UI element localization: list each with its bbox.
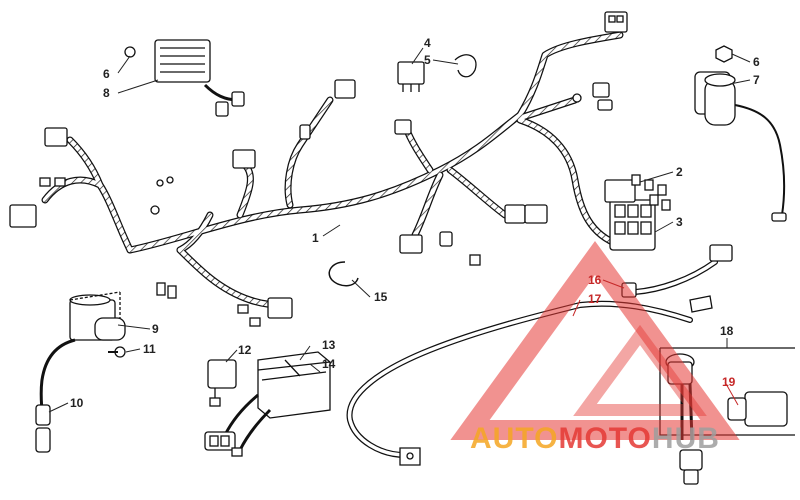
leader-lines bbox=[48, 47, 751, 413]
callout-11: 11 bbox=[143, 342, 156, 356]
callout-7: 7 bbox=[753, 73, 760, 87]
nut-part6-right bbox=[715, 45, 733, 63]
callout-9: 9 bbox=[152, 322, 159, 336]
connector-left-top bbox=[44, 127, 68, 147]
callout-18: 18 bbox=[720, 324, 734, 338]
callout-14: 14 bbox=[322, 357, 336, 371]
callout-labels: 1 2 3 4 5 6 6 7 8 9 10 11 12 13 14 15 16… bbox=[70, 36, 760, 410]
callout-4: 4 bbox=[424, 36, 431, 50]
callout-6-right: 6 bbox=[753, 55, 760, 69]
connector-left bbox=[9, 204, 37, 228]
callout-5: 5 bbox=[424, 53, 431, 67]
connector-top-right bbox=[604, 11, 628, 33]
callout-6-left: 6 bbox=[103, 67, 110, 81]
callout-16: 16 bbox=[588, 273, 602, 287]
watermark-moto: MOTO bbox=[558, 422, 651, 455]
callout-15: 15 bbox=[374, 290, 388, 304]
svg-text:AUTOMOTOHUB: AUTOMOTOHUB bbox=[470, 422, 720, 455]
rectifier-regulator bbox=[124, 39, 245, 117]
spark-plug-cap bbox=[35, 404, 51, 426]
callout-1: 1 bbox=[312, 231, 319, 245]
callout-13: 13 bbox=[322, 338, 336, 352]
watermark-triangle bbox=[450, 240, 740, 440]
key-tag bbox=[744, 391, 788, 427]
connector-bottom-left bbox=[267, 297, 293, 319]
leader-lines-red bbox=[572, 279, 739, 406]
callout-17: 17 bbox=[588, 292, 602, 306]
watermark: AUTOMOTOHUB bbox=[450, 240, 740, 455]
connector-upper-mid bbox=[232, 149, 256, 169]
clip-part15 bbox=[328, 261, 359, 287]
watermark-hub: HUB bbox=[652, 422, 720, 455]
callout-8: 8 bbox=[103, 86, 110, 100]
callout-19: 19 bbox=[722, 375, 736, 389]
callout-2: 2 bbox=[676, 165, 683, 179]
ignition-coil bbox=[35, 291, 126, 453]
starter-solenoid bbox=[694, 45, 787, 222]
cdi-module bbox=[204, 351, 331, 457]
callout-3: 3 bbox=[676, 215, 683, 229]
main-harness bbox=[41, 31, 624, 309]
relay bbox=[397, 54, 477, 92]
callout-10: 10 bbox=[70, 396, 84, 410]
small-relay bbox=[207, 359, 237, 407]
connector-top-center bbox=[334, 79, 356, 99]
callout-12: 12 bbox=[238, 343, 252, 357]
bolt-part11 bbox=[108, 346, 126, 358]
watermark-auto: AUTO bbox=[470, 422, 558, 455]
nut-part6-left bbox=[124, 46, 136, 58]
connector-bottom-mid bbox=[399, 234, 423, 254]
harness-connectors bbox=[9, 11, 628, 327]
fuse-block bbox=[604, 174, 671, 251]
clip-part5 bbox=[454, 54, 477, 78]
battery-cable bbox=[346, 244, 733, 466]
